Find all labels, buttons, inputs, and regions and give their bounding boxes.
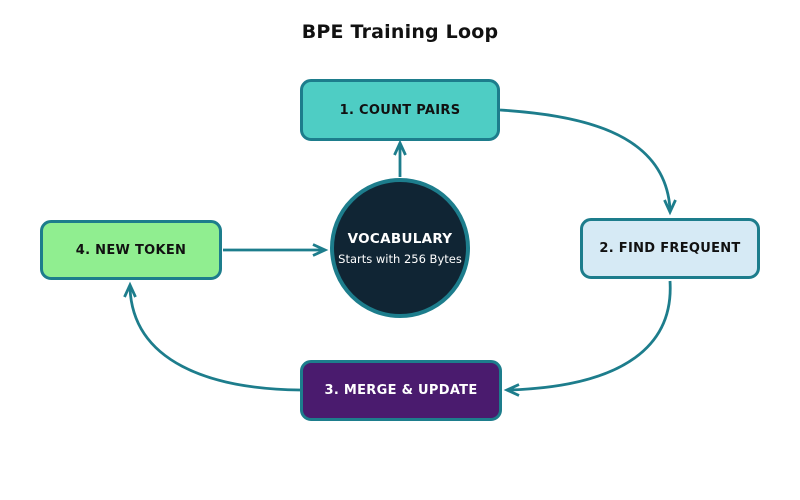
arrow-count-pairs-to-find-frequent	[499, 108, 677, 216]
node-merge-update-label: 3. MERGE & UPDATE	[324, 383, 478, 398]
diagram-title: BPE Training Loop	[301, 21, 499, 43]
vocabulary-title: VOCABULARY	[347, 230, 453, 247]
node-count-pairs: 1. COUNT PAIRS	[300, 79, 500, 141]
arrow-vocabulary-to-count-pairs	[393, 139, 407, 177]
arrow-merge-update-to-new-token	[123, 281, 301, 392]
node-new-token-label: 4. NEW TOKEN	[75, 242, 187, 258]
node-find-frequent: 2. FIND FREQUENT	[580, 218, 760, 279]
arrow-new-token-to-vocabulary	[223, 243, 329, 257]
node-new-token: 4. NEW TOKEN	[40, 220, 222, 280]
vocabulary-subtitle: Starts with 256 Bytes	[338, 251, 462, 266]
node-merge-update: 3. MERGE & UPDATE	[300, 360, 502, 421]
node-count-pairs-label: 1. COUNT PAIRS	[339, 102, 461, 118]
node-find-frequent-label: 2. FIND FREQUENT	[599, 241, 741, 256]
node-vocabulary: VOCABULARY Starts with 256 Bytes	[330, 178, 470, 318]
arrow-find-frequent-to-merge-update	[503, 280, 672, 397]
